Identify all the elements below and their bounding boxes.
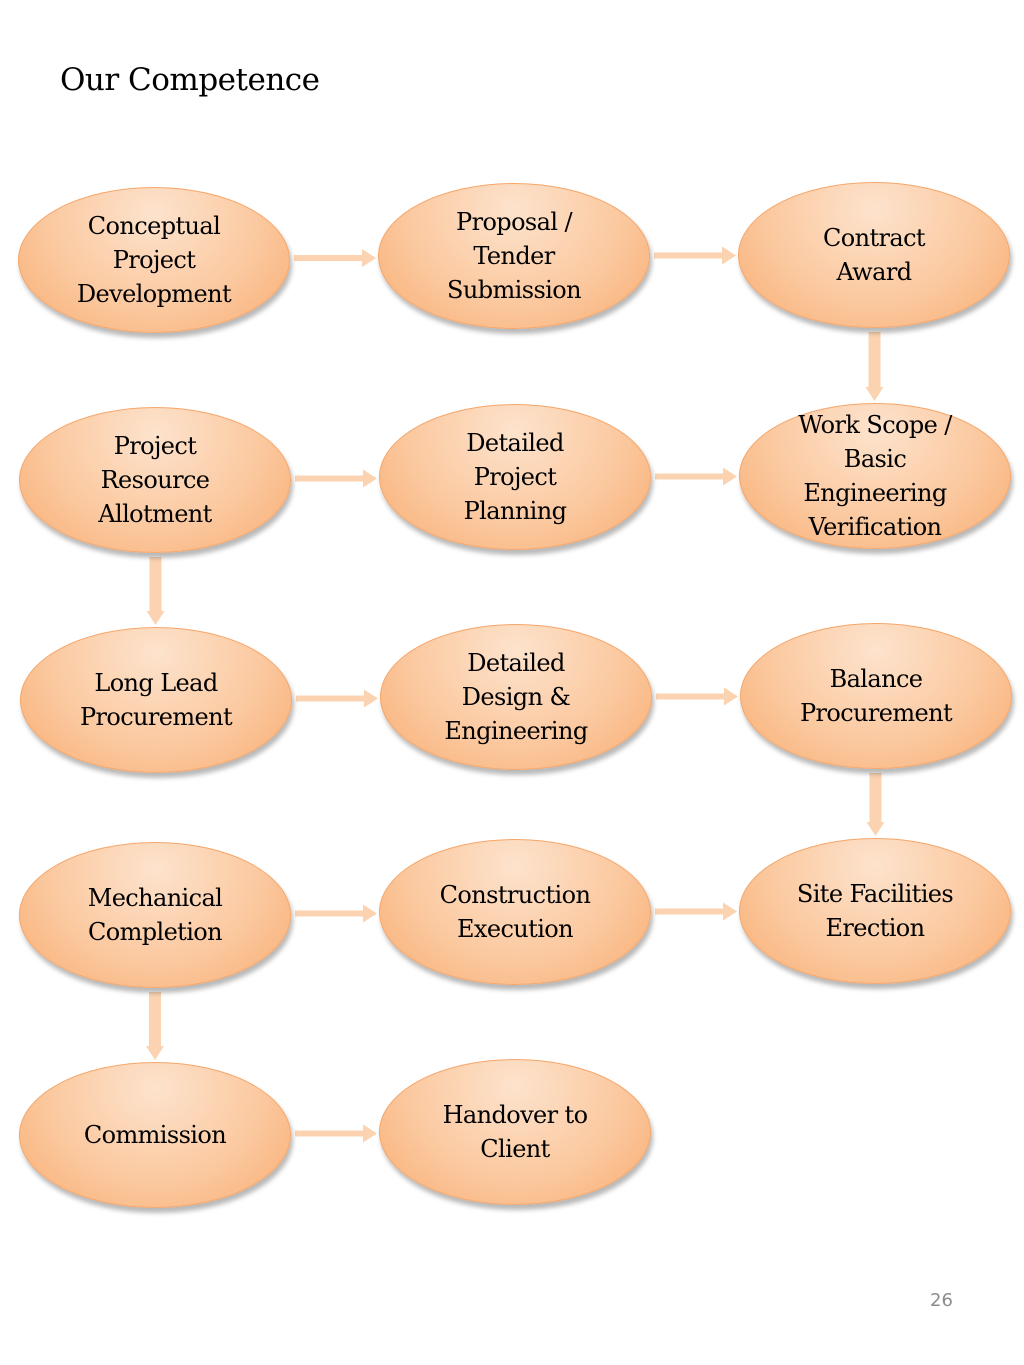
arrow-resource-to-longlead (146, 557, 165, 625)
node-proposal-tender-submission: Proposal / Tender Submission (378, 183, 650, 329)
node-contract-award: Contract Award (738, 182, 1010, 328)
node-balance-procurement: Balance Procurement (740, 623, 1012, 769)
node-construction-execution: Construction Execution (379, 839, 651, 985)
node-project-resource-allotment: Project Resource Allotment (19, 407, 291, 553)
slide-number: 26 (930, 1290, 953, 1311)
node-commission: Commission (19, 1062, 291, 1208)
node-detailed-project-planning: Detailed Project Planning (379, 404, 651, 550)
node-label: Conceptual Project Development (76, 212, 232, 308)
arrow-resource-to-planning (295, 469, 377, 488)
arrow-construction-to-site (655, 902, 737, 921)
arrow-planning-to-workscope (655, 467, 737, 486)
node-label: Detailed Project Planning (463, 429, 567, 525)
arrow-conceptual-to-proposal (294, 249, 376, 267)
node-label: Commission (83, 1121, 227, 1149)
node-detailed-design-engineering: Detailed Design & Engineering (380, 624, 652, 770)
node-label: Contract Award (823, 224, 926, 286)
node-conceptual-project-development: Conceptual Project Development (18, 187, 290, 333)
arrow-mechanical-to-commission (146, 992, 164, 1060)
node-label: Long Lead Procurement (79, 669, 233, 731)
node-label: Detailed Design & Engineering (444, 649, 588, 745)
node-long-lead-procurement: Long Lead Procurement (20, 627, 292, 773)
page-title: Our Competence (60, 62, 320, 98)
node-label: Work Scope / Basic Engineering Verificat… (798, 411, 952, 541)
arrow-design-to-balance (656, 687, 738, 706)
arrow-longlead-to-design (296, 689, 378, 708)
node-label: Mechanical Completion (87, 884, 223, 946)
arrow-proposal-to-contract (654, 246, 736, 265)
node-label: Project Resource Allotment (98, 432, 212, 528)
node-mechanical-completion: Mechanical Completion (19, 842, 291, 988)
node-work-scope-basic-engineering-verification: Work Scope / Basic Engineering Verificat… (739, 403, 1011, 549)
node-site-facilities-erection: Site Facilities Erection (739, 838, 1011, 984)
node-label: Site Facilities Erection (796, 880, 954, 942)
arrow-balance-to-site (866, 773, 885, 836)
arrow-contract-to-workscope (865, 332, 884, 401)
arrow-mechanical-to-construction (295, 904, 377, 923)
node-label: Handover to Client (442, 1101, 588, 1163)
node-label: Proposal / Tender Submission (447, 208, 582, 304)
arrow-commission-to-handover (295, 1124, 377, 1143)
node-handover-to-client: Handover to Client (379, 1059, 651, 1205)
node-label: Balance Procurement (799, 665, 953, 727)
node-label: Construction Execution (439, 881, 591, 943)
